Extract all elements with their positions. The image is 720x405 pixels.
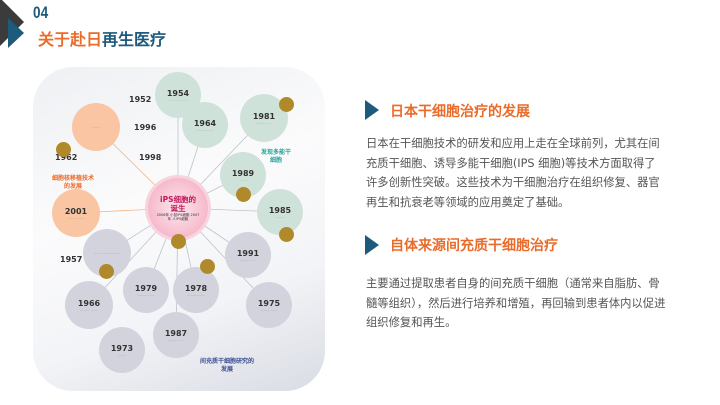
page-title: 关于赴日再生医疗 [38, 26, 166, 50]
award-badge [236, 187, 251, 202]
ips-center-circle: iPS细胞的诞生 2006年 小鼠iPS细胞 2007年 人iPS细胞 [148, 178, 208, 238]
milestone-1975: 1975·········· ········ [246, 282, 292, 328]
award-badge [279, 227, 294, 242]
award-badge [279, 97, 294, 112]
milestone-1973: 1973········ [99, 327, 145, 373]
label-nuclear-transfer: 细胞核移植技术的发展 [51, 175, 94, 190]
milestone-1979: 1979·········· ········ [123, 267, 169, 313]
title-part1: 关于赴日 [38, 30, 103, 49]
milestone-1985: 1985········ [257, 189, 303, 235]
milestone-orange-top: ·········· [72, 103, 120, 151]
corner-blue-triangle [8, 18, 24, 48]
year-1996: 1996 [134, 123, 157, 132]
section-body-japan-stem-cell: 日本在干细胞技术的研发和应用上走在全球前列，尤其在间充质干细胞、诱导多能干细胞(… [366, 137, 660, 209]
year-1962: 1962 [55, 153, 78, 162]
label-msc-research: 间充质干细胞研究的发展 [199, 358, 254, 373]
section-number: 04 [33, 3, 49, 22]
title-part2: 再生医疗 [102, 30, 167, 49]
heading-triangle-icon [365, 235, 379, 255]
section-body-autologous-msc: 主要通过提取患者自身的间充质干细胞（通常来自脂肪、骨髓等组织），然后进行培养和增… [366, 277, 666, 329]
milestone-1978: 1978·········· ········ [173, 267, 219, 313]
award-badge [99, 264, 114, 279]
year-1952: 1952 [129, 95, 152, 104]
milestone-1991: 1991·········· ········ [225, 232, 271, 278]
ips-center-subtitle: 2006年 小鼠iPS细胞 2007年 人iPS细胞 [156, 212, 200, 222]
stem-cell-history-infographic: 1954·········· ········ 1964·········· ·… [33, 67, 325, 391]
ips-center-title: iPS细胞的诞生 [160, 194, 196, 213]
section-heading-autologous-msc: 自体来源间充质干细胞治疗 [390, 238, 558, 254]
award-badge [56, 142, 71, 157]
heading-triangle-icon [365, 100, 379, 120]
year-1998: 1998 [139, 153, 162, 162]
label-pluripotent: 发现多能干细胞 [260, 149, 291, 164]
section-heading-japan-stem-cell: 日本干细胞治疗的发展 [390, 104, 530, 120]
award-badge [171, 234, 186, 249]
milestone-2001: 2001·········· ········ [52, 189, 100, 237]
award-badge [200, 259, 215, 274]
milestone-1964: 1964·········· ········ [182, 102, 228, 148]
milestone-1966: 1966·········· ········ [65, 281, 113, 329]
year-1957: 1957 [60, 255, 83, 264]
milestone-1987: 1987·········· ········ [153, 312, 199, 358]
